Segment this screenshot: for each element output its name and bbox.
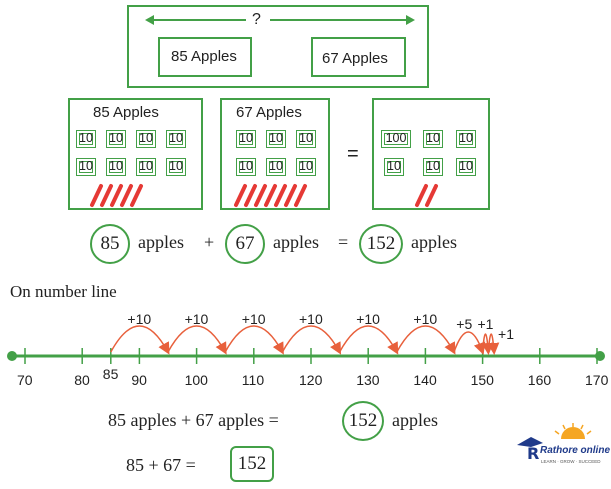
jump-arc — [167, 325, 227, 355]
jump-arc — [110, 325, 170, 355]
tick-label-170: 170 — [585, 372, 609, 388]
plus-sign-1: + — [204, 232, 215, 252]
number-line-left-end — [7, 351, 17, 361]
tick-label-120: 120 — [299, 372, 323, 388]
tick-label-160: 160 — [527, 372, 552, 388]
jump-label: +10 — [127, 311, 152, 327]
sentence-equation: 85 apples + 67 apples = — [108, 410, 279, 430]
tens-block: 10 — [266, 130, 286, 148]
tick-label-140: 140 — [413, 372, 437, 388]
jump-arc — [338, 325, 399, 355]
circled-85: 85 — [90, 224, 130, 264]
jump-label: +1 — [498, 326, 514, 342]
top-right-box — [311, 37, 406, 77]
apples-word-4: apples — [392, 410, 438, 430]
jump-label: +10 — [413, 311, 438, 327]
jump-arc — [281, 325, 342, 355]
tick-label-130: 130 — [356, 372, 380, 388]
number-equation: 85 + 67 = — [126, 455, 196, 475]
tens-block: 10 — [423, 158, 443, 176]
tick-label-80: 80 — [74, 372, 90, 388]
jump-label: +10 — [184, 311, 209, 327]
jump-label: +10 — [241, 311, 266, 327]
tens-block: 10 — [76, 158, 96, 176]
jump-arc — [481, 333, 494, 355]
tens-block: 10 — [456, 158, 476, 176]
circled-152-second: 152 — [342, 401, 384, 441]
circled-67: 67 — [225, 224, 265, 264]
tens-block: 10 — [106, 158, 126, 176]
result-box — [372, 98, 490, 210]
jump-label: +5 — [456, 316, 473, 332]
tens-block: 10 — [296, 130, 316, 148]
tens-block: 10 — [384, 158, 404, 176]
hundreds-block: 100 — [381, 130, 411, 148]
jump-arc — [396, 325, 456, 355]
tens-block: 10 — [236, 130, 256, 148]
tick-label-90: 90 — [131, 372, 147, 388]
top-left-box — [158, 37, 252, 77]
boxed-152: 152 — [230, 446, 274, 482]
tens-block: 10 — [423, 130, 443, 148]
tens-block: 10 — [166, 130, 186, 148]
tens-block: 10 — [136, 130, 156, 148]
tens-block: 10 — [266, 158, 286, 176]
jump-label: +1 — [477, 316, 494, 332]
tens-block: 10 — [456, 130, 476, 148]
tick-label-110: 110 — [241, 372, 265, 388]
apples-word-3: apples — [411, 232, 457, 252]
tick-label-85: 85 — [102, 366, 119, 382]
apples-word-2: apples — [273, 232, 319, 252]
tick-label-100: 100 — [184, 372, 208, 388]
number-line-right-end — [595, 351, 605, 361]
tens-block: 10 — [106, 130, 126, 148]
circled-152: 152 — [359, 224, 403, 264]
tens-block: 10 — [236, 158, 256, 176]
logo-name: Rathore online — [540, 445, 611, 456]
equals-sign-1: = — [338, 232, 349, 252]
tick-label-70: 70 — [17, 372, 33, 388]
svg-text:R: R — [527, 444, 539, 463]
apples-word-1: apples — [138, 232, 184, 252]
jump-arc — [487, 333, 500, 355]
logo-tagline: LEARN · GROW · SUCCEED — [541, 459, 601, 464]
tens-block: 10 — [296, 158, 316, 176]
group-67-title: 67 Apples — [236, 104, 302, 121]
tens-block: 10 — [76, 130, 96, 148]
logo-sun-icon: R — [517, 423, 592, 463]
number-line-heading: On number line — [10, 282, 117, 301]
rathore-online-logo: R Rathore online LEARN · GROW · SUCCEED — [513, 423, 611, 475]
jump-arc — [224, 325, 284, 355]
unknown-total-label: ? — [252, 11, 261, 28]
top-right-label: 67 Apples — [322, 50, 388, 67]
tens-block: 10 — [166, 158, 186, 176]
top-left-label: 85 Apples — [171, 48, 237, 65]
tick-label-150: 150 — [470, 372, 494, 388]
equals-sign: = — [347, 143, 359, 165]
tens-block: 10 — [136, 158, 156, 176]
jump-label: +10 — [299, 311, 323, 327]
jump-label: +10 — [356, 311, 380, 327]
jump-arc — [453, 331, 486, 355]
group-85-title: 85 Apples — [93, 104, 159, 121]
